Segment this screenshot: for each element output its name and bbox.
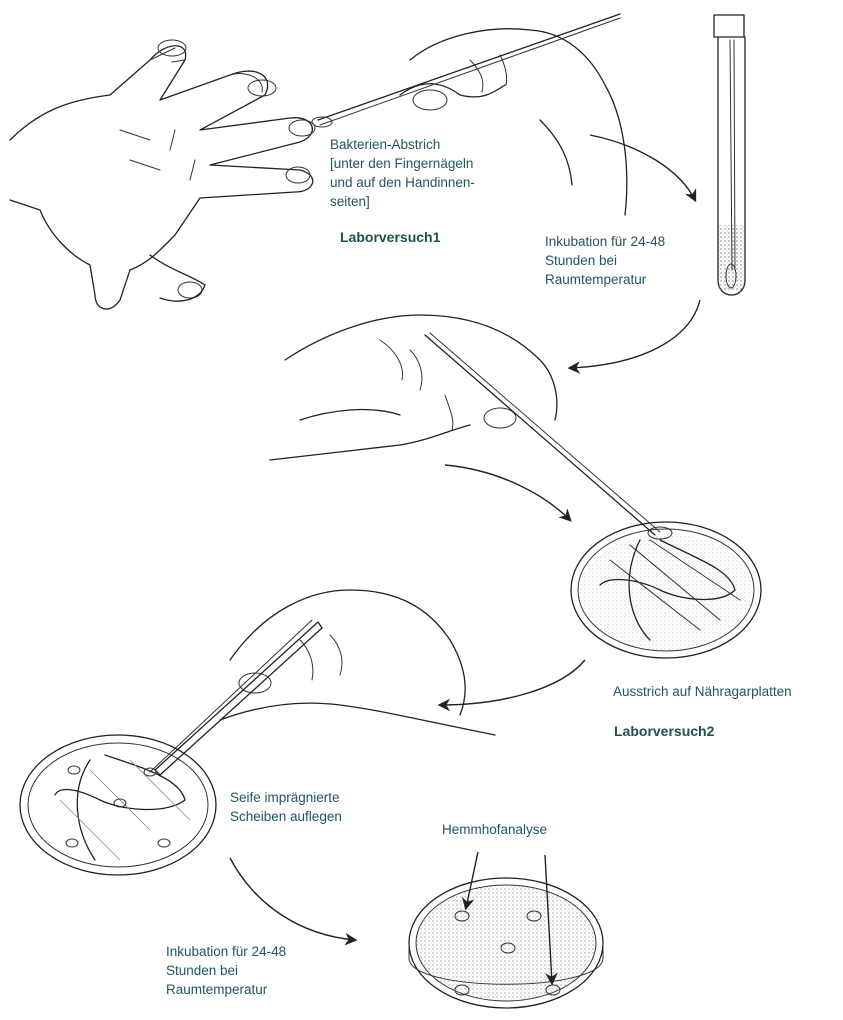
open-hand-drawing — [10, 40, 315, 309]
test-tube-drawing — [714, 15, 745, 295]
inhibition-analysis-label: Hemmhofanalyse — [442, 820, 547, 839]
petri-dish-streaked-drawing — [571, 522, 761, 658]
arrow-from-tube — [570, 300, 700, 368]
tweezers-hand-drawing — [150, 590, 495, 775]
disks-label: Seife imprägnierte Scheiben auflegen — [230, 788, 342, 826]
swab-label: Bakterien-Abstrich [unter den Fingernäge… — [330, 135, 475, 211]
petri-dish-inhibition-drawing — [409, 878, 603, 1008]
incubation-2-label: Inkubation für 24-48 Stunden bei Raumtem… — [166, 942, 286, 999]
arrow-to-tube — [590, 135, 695, 200]
streak-label: Ausstrich auf Nähragarplatten — [613, 682, 792, 701]
petri-dish-disks-drawing — [20, 735, 216, 875]
arrow-to-result — [230, 858, 355, 940]
streaking-hand-drawing — [270, 315, 672, 539]
incubation-1-label: Inkubation für 24-48 Stunden bei Raumtem… — [545, 232, 665, 289]
lab-experiment-1-label: Laborversuch1 — [340, 228, 440, 247]
arrow-to-plate — [445, 465, 570, 520]
lab-experiment-2-label: Laborversuch2 — [614, 722, 714, 741]
